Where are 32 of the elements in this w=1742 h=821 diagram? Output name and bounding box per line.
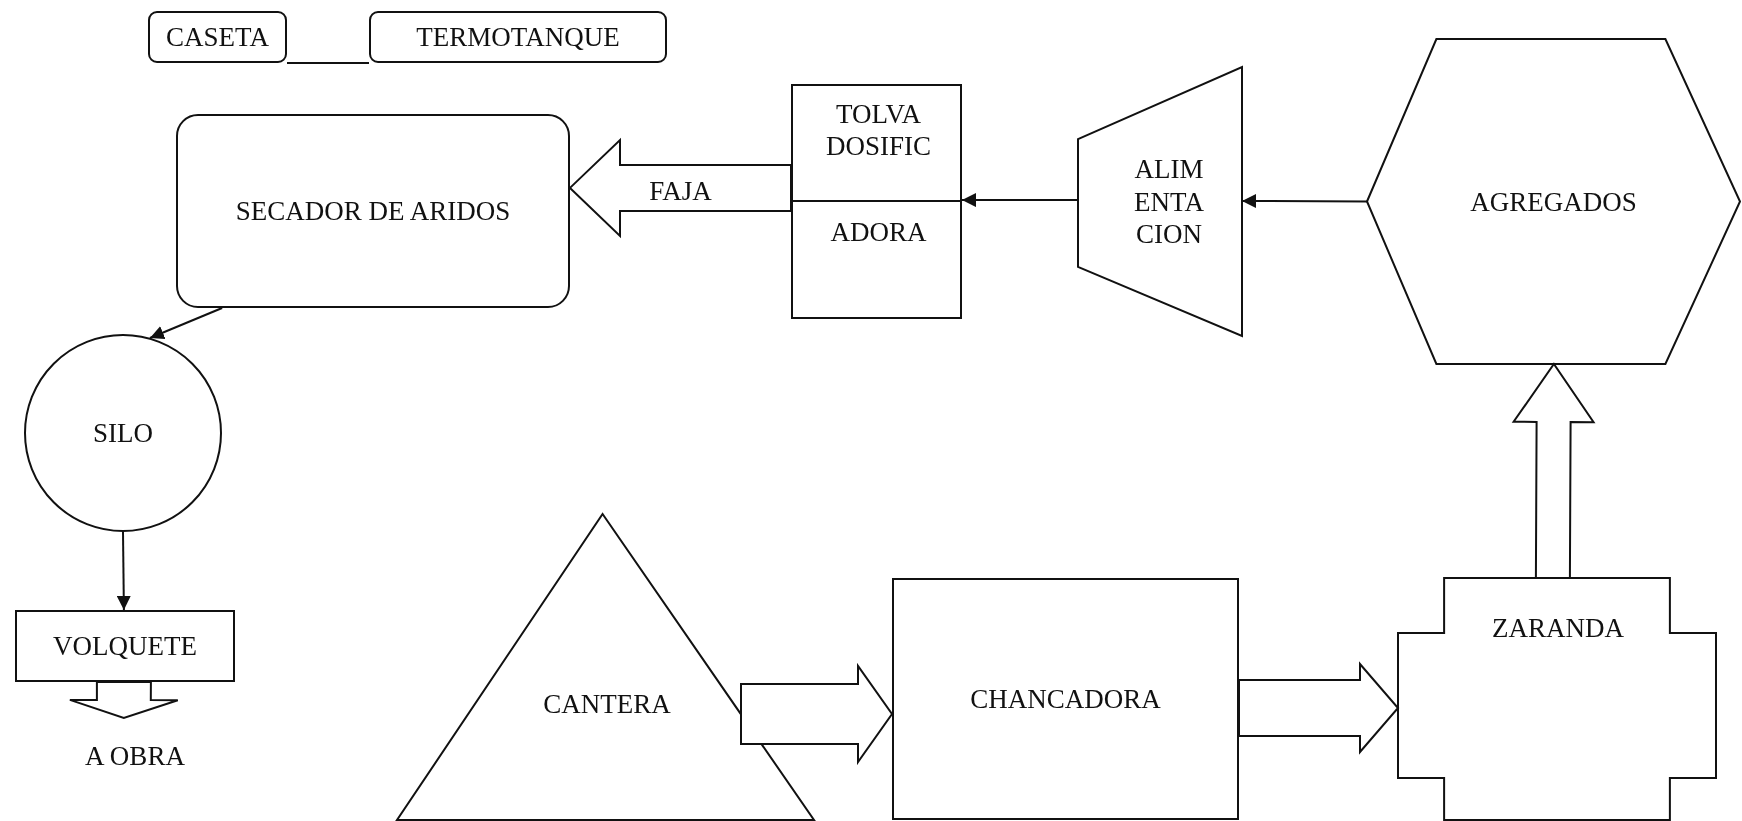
node-label: SECADOR DE ARIDOS <box>234 194 512 228</box>
process-box <box>176 114 570 308</box>
connector-line <box>286 62 370 64</box>
node-label: CANTERA <box>542 687 672 721</box>
equipment-box <box>369 11 667 63</box>
block-arrow <box>740 662 894 766</box>
node-label: SILO <box>92 416 154 450</box>
hopper-box <box>791 84 962 319</box>
truck-box <box>15 610 235 682</box>
feeder-trapezoid <box>1078 67 1242 336</box>
crusher-box <box>892 578 1239 820</box>
arrow <box>961 193 1079 208</box>
block-arrow <box>68 680 179 720</box>
arrow <box>116 531 131 611</box>
node-label: VOLQUETE <box>52 629 198 663</box>
node-label: CHANCADORA <box>969 682 1162 716</box>
silo-circle <box>24 334 222 532</box>
node-label: TOLVA DOSIFIC <box>825 98 932 164</box>
node-label: ALIM ENTA CION <box>1133 153 1205 252</box>
node-label: CASETA <box>165 20 270 54</box>
node-label: A OBRA <box>84 739 186 773</box>
node-label: TERMOTANQUE <box>415 20 621 54</box>
arrow <box>148 307 224 340</box>
block-arrow <box>1238 661 1400 755</box>
quarry-triangle <box>397 514 814 820</box>
node-label: ZARANDA <box>1491 611 1625 645</box>
node-label: AGREGADOS <box>1469 185 1638 218</box>
equipment-box <box>148 11 287 63</box>
node-label: ADORA <box>829 215 928 249</box>
aggregates-hexagon <box>1367 39 1740 364</box>
screen-shape <box>1398 578 1716 820</box>
block-arrow <box>1511 362 1596 580</box>
